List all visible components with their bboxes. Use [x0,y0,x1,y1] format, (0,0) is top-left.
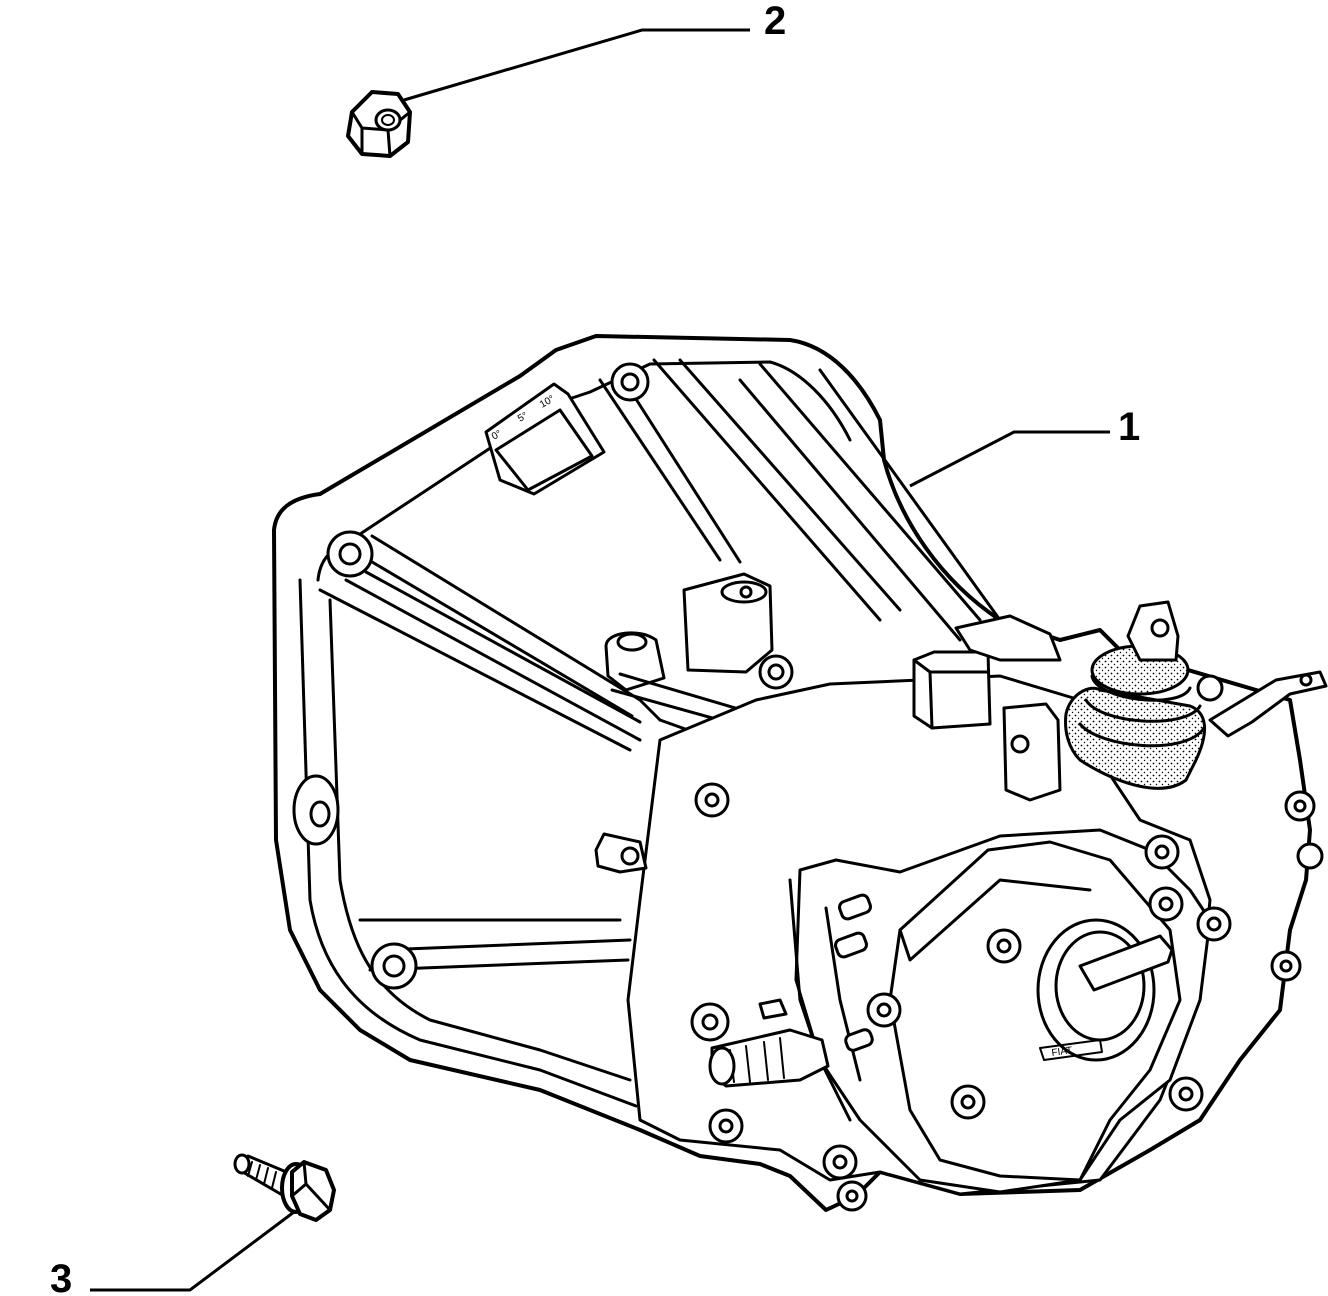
callout-number-3: 3 [50,1257,72,1296]
mount-boss-bottom [370,942,418,990]
callout-number-2: 2 [764,0,786,43]
callout-number-1: 1 [1118,405,1140,449]
scale-mark-0: 0° [490,428,504,442]
casing-bolts [690,782,1324,1212]
rubber-boot [1064,644,1207,790]
mount-boss-left [326,530,374,578]
sensor-switch [708,998,830,1088]
callout-2: 2 [403,0,786,102]
gearbox-housing-icon: 0° 5° 10° [272,334,1328,1212]
support-bracket [1126,600,1328,738]
mount-boss-top [610,362,650,402]
side-lug [594,832,648,874]
callout-1: 1 [909,405,1140,488]
cover-logo: FIAT [1051,1045,1073,1059]
callout-3: 3 [50,1210,295,1296]
scale-mark-5: 5° [516,410,530,424]
flange-bolt-icon [233,1153,336,1222]
shift-tower [912,614,1062,802]
flange-plate [788,878,874,1122]
mount-bracket [604,572,794,692]
mount-boss-side [292,774,340,846]
end-cover: FIAT [794,828,1212,1194]
timing-window: 0° 5° 10° [484,382,606,496]
hex-nut-icon [346,90,412,158]
